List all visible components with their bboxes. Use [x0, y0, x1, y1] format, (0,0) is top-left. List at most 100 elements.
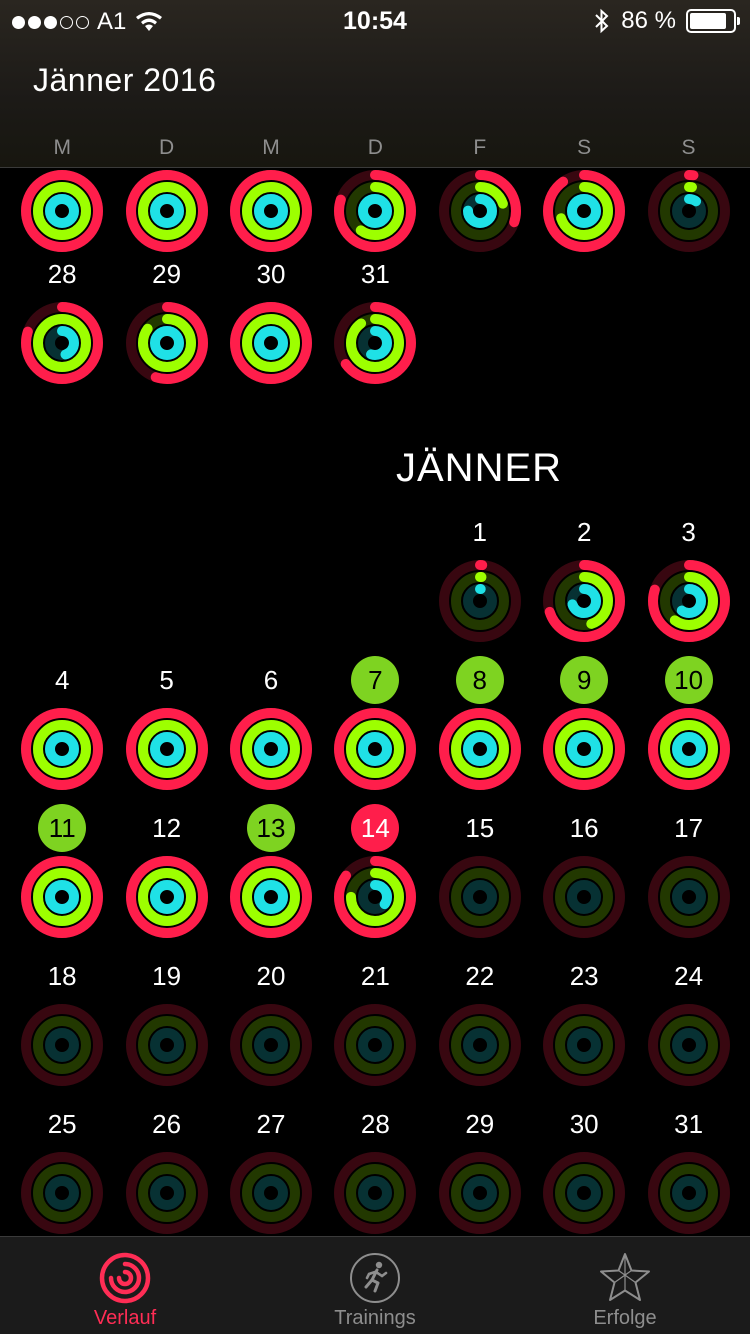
move-ring — [438, 170, 521, 252]
calendar-day[interactable]: 10 — [636, 656, 740, 804]
day-number: 20 — [256, 961, 286, 991]
calendar-day[interactable]: 17 — [636, 804, 740, 952]
calendar-day[interactable] — [323, 168, 427, 266]
calendar-day[interactable]: 1 — [428, 508, 532, 656]
calendar-day[interactable] — [532, 168, 636, 266]
tab-bar: Verlauf Trainings Erfolge — [0, 1236, 750, 1334]
calendar-day[interactable]: 7 — [323, 656, 427, 804]
calendar-day[interactable]: 29 — [114, 250, 218, 398]
calendar-day[interactable]: 15 — [428, 804, 532, 952]
move-ring-track — [438, 856, 521, 938]
calendar-day[interactable]: 16 — [532, 804, 636, 952]
move-ring — [229, 856, 312, 938]
exercise-ring — [241, 182, 300, 240]
move-ring-track — [334, 1004, 417, 1086]
calendar-day[interactable]: 6 — [219, 656, 323, 804]
stand-ring — [567, 194, 602, 228]
goal-day-number: 9 — [560, 656, 609, 704]
calendar-day[interactable]: 4 — [10, 656, 114, 804]
tab-erfolge[interactable]: Erfolge — [500, 1237, 750, 1334]
calendar-day[interactable]: 23 — [532, 952, 636, 1100]
stand-ring-track — [253, 1176, 288, 1210]
wifi-icon — [136, 12, 163, 31]
calendar-day[interactable]: 12 — [114, 804, 218, 952]
calendar-day[interactable]: 8 — [428, 656, 532, 804]
exercise-ring — [659, 572, 718, 630]
move-ring — [334, 856, 417, 938]
move-ring-track — [438, 1152, 521, 1234]
activity-rings — [647, 708, 730, 790]
stand-ring — [358, 326, 393, 360]
calendar-day[interactable] — [10, 168, 114, 266]
calendar-day[interactable] — [114, 168, 218, 266]
exercise-ring-track — [346, 1016, 405, 1074]
goal-day-number: 8 — [455, 656, 504, 704]
activity-rings — [543, 1004, 626, 1086]
activity-rings — [229, 302, 312, 384]
calendar-day[interactable]: 27 — [219, 1100, 323, 1236]
calendar-day[interactable]: 5 — [114, 656, 218, 804]
stand-ring-track — [462, 880, 497, 914]
today-day-number: 14 — [351, 804, 400, 852]
activity-rings — [334, 1004, 417, 1086]
activity-rings — [334, 708, 417, 790]
move-ring-track — [647, 856, 730, 938]
calendar-day[interactable]: 19 — [114, 952, 218, 1100]
calendar-day[interactable]: 13 — [219, 804, 323, 952]
move-ring — [438, 560, 521, 642]
calendar-day[interactable]: 14 — [323, 804, 427, 952]
move-ring — [21, 170, 104, 252]
exercise-ring-track — [450, 1164, 509, 1222]
calendar-day[interactable]: 26 — [114, 1100, 218, 1236]
day-number: 25 — [47, 1109, 77, 1139]
weekday-label: S — [681, 136, 696, 159]
calendar-day[interactable]: 25 — [10, 1100, 114, 1236]
calendar-day[interactable]: 18 — [10, 952, 114, 1100]
calendar-day[interactable] — [636, 168, 740, 266]
calendar-day[interactable] — [219, 168, 323, 266]
calendar-day[interactable]: 31 — [323, 250, 427, 398]
exercise-ring — [137, 720, 196, 778]
stand-ring — [462, 584, 497, 618]
calendar-day[interactable]: 31 — [636, 1100, 740, 1236]
day-number: 30 — [569, 1109, 599, 1139]
day-number: 17 — [674, 813, 704, 843]
calendar-day[interactable]: 29 — [428, 1100, 532, 1236]
calendar-day[interactable]: 22 — [428, 952, 532, 1100]
calendar-day[interactable]: 9 — [532, 656, 636, 804]
move-ring — [125, 708, 208, 790]
month-title: JÄNNER — [396, 446, 563, 490]
running-figure-icon — [350, 1253, 400, 1303]
carrier-name: A1 — [97, 8, 127, 35]
activity-rings — [543, 1152, 626, 1234]
calendar-day[interactable]: 11 — [10, 804, 114, 952]
move-ring — [21, 708, 104, 790]
exercise-ring — [555, 720, 614, 778]
calendar-day[interactable] — [428, 168, 532, 266]
calendar-day[interactable]: 21 — [323, 952, 427, 1100]
activity-rings — [647, 170, 730, 252]
stand-ring-track — [567, 1176, 602, 1210]
activity-rings — [229, 170, 312, 252]
calendar-day[interactable]: 30 — [532, 1100, 636, 1236]
calendar-day[interactable]: 2 — [532, 508, 636, 656]
exercise-ring — [450, 572, 509, 630]
activity-rings — [125, 708, 208, 790]
activity-rings — [334, 1152, 417, 1234]
calendar-day[interactable]: 3 — [636, 508, 740, 656]
calendar-day[interactable]: 20 — [219, 952, 323, 1100]
signal-dot — [60, 15, 73, 29]
calendar-day[interactable]: 28 — [10, 250, 114, 398]
exercise-ring-track — [137, 1016, 196, 1074]
calendar-day[interactable]: 28 — [323, 1100, 427, 1236]
tab-verlauf[interactable]: Verlauf — [0, 1237, 250, 1334]
status-time: 10:54 — [343, 7, 407, 35]
day-number: 28 — [47, 259, 77, 289]
calendar-day[interactable]: 24 — [636, 952, 740, 1100]
tab-trainings[interactable]: Trainings — [250, 1237, 500, 1334]
calendar-day[interactable]: 30 — [219, 250, 323, 398]
stand-ring — [567, 584, 602, 618]
